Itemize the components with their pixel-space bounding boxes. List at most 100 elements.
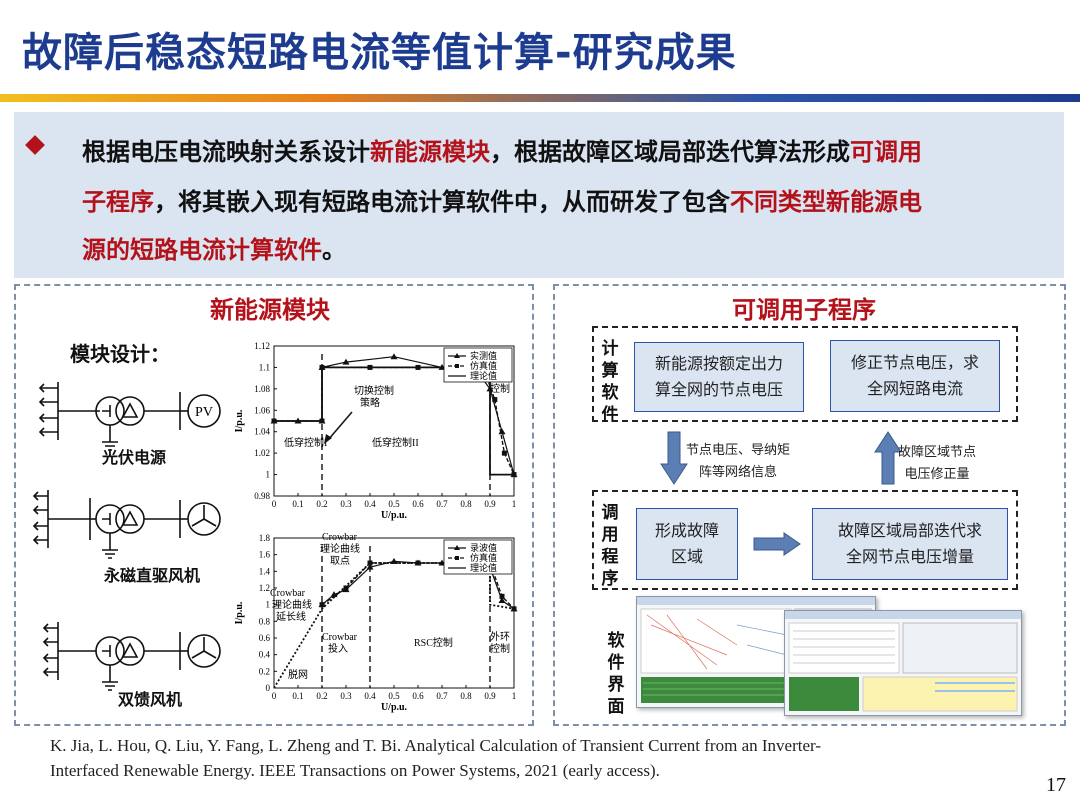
summary-text: ，将其嵌入现有短路电流计算软件中，从而研发了包含 [154, 188, 730, 216]
chart2-annotation: 投入 [328, 642, 348, 655]
software-screenshot-secondary [784, 610, 1022, 716]
y-tick-label: 1.04 [254, 427, 270, 437]
x-tick-label: 0.5 [388, 691, 400, 701]
data-point [498, 428, 506, 435]
data-point [498, 597, 506, 603]
series-line-1 [321, 562, 515, 610]
source-label-dfig: 双馈风机 [118, 690, 183, 709]
right-panel-title: 可调用子程序 [732, 296, 876, 324]
y-tick-label: 1.8 [259, 533, 271, 543]
data-point [499, 593, 505, 599]
data-point [343, 585, 349, 591]
data-point [501, 450, 507, 456]
call-program-label: 调用程序 [601, 503, 619, 589]
legend-marker [455, 364, 459, 368]
module-design-label: 模块设计： [70, 342, 170, 366]
summary-line-2: 子程序，将其嵌入现有短路电流计算软件中，从而研发了包含不同类型新能源电 [82, 182, 922, 217]
x-tick-label: 0 [272, 499, 277, 509]
screenshot-titlebar [785, 611, 1021, 619]
summary-text: ，根据故障区域局部迭代算法形成 [490, 138, 850, 166]
page-number: 17 [1046, 774, 1066, 796]
short-circuit-box: 修正节点电压，求 全网短路电流 [830, 340, 1000, 412]
node-voltage-box: 新能源按额定出力 算全网的节点电压 [634, 342, 804, 412]
pv-source-diagram [38, 382, 221, 451]
x-tick-label: 0.6 [412, 691, 424, 701]
data-point [390, 353, 398, 360]
down-arrow-icon [660, 431, 688, 485]
y-axis-label: I/p.u. [234, 601, 245, 624]
x-tick-label: 1 [512, 499, 517, 509]
citation-line-2: Interfaced Renewable Energy. IEEE Transa… [50, 761, 660, 780]
right-panel [553, 284, 1066, 726]
y-tick-label: 0.4 [259, 650, 271, 660]
chart-pv-current: 切换控制 策略 低穿控制I 低穿控制II 外环 控制 00.10.20.30.4… [234, 341, 518, 521]
data-point [366, 563, 374, 570]
x-tick-label: 0.3 [340, 691, 352, 701]
data-point [367, 560, 373, 566]
x-tick-label: 0.9 [484, 691, 496, 701]
legend-marker [455, 556, 459, 560]
up-arrow-icon [874, 431, 902, 485]
pv-label: PV [195, 405, 213, 420]
fault-area-box: 形成故障 区域 [636, 508, 738, 580]
source-diagrams: PV [32, 382, 221, 691]
data-point [330, 591, 338, 598]
y-tick-label: 1.4 [259, 566, 271, 576]
data-point [492, 397, 498, 403]
x-tick-label: 0.7 [436, 499, 448, 509]
data-point [415, 560, 421, 566]
chart-dfig-current: Crowbar 理论曲线 取点 Crowbar 理论曲线 延长线 Crowbar… [234, 532, 518, 713]
y-tick-label: 1.1 [259, 362, 270, 372]
summary-text: 。 [322, 236, 346, 264]
data-point [342, 358, 350, 365]
y-axis-label: I/p.u. [234, 409, 245, 432]
screenshot-titlebar [637, 597, 875, 605]
chart1-annotation: 低穿控制I [284, 436, 327, 449]
calc-software-frame [592, 326, 1018, 422]
y-tick-label: 1 [266, 470, 271, 480]
screenshot-content [788, 622, 1018, 712]
x-tick-label: 0.8 [460, 691, 472, 701]
legend-label: 仿真值 [470, 552, 497, 563]
x-tick-label: 0.8 [460, 499, 472, 509]
slide-title: 故障后稳态短路电流等值计算-研究成果 [22, 30, 737, 76]
chart2-annotation: Crowbar [270, 588, 306, 599]
x-tick-label: 0.4 [364, 691, 376, 701]
calc-software-label: 计算软件 [601, 339, 619, 425]
chart1-annotation: 低穿控制II [372, 436, 419, 449]
chart1-annotation: 控制 [490, 382, 510, 395]
legend-label: 仿真值 [470, 360, 497, 371]
left-panel [14, 284, 534, 726]
y-tick-label: 1.12 [254, 341, 270, 351]
summary-highlight: 子程序 [82, 188, 154, 216]
y-tick-label: 0.98 [254, 491, 270, 501]
y-tick-label: 0 [266, 683, 271, 693]
chart2-annotation: 理论曲线 [272, 598, 312, 611]
chart2-annotation: 控制 [490, 642, 510, 655]
chart2-annotation: 取点 [330, 555, 350, 567]
legend-label: 理论值 [470, 370, 497, 381]
legend-marker [454, 353, 460, 358]
chart2-annotation: Crowbar [322, 632, 358, 643]
x-tick-label: 0.4 [364, 499, 376, 509]
left-panel-title: 新能源模块 [210, 296, 330, 324]
right-arrow-icon [753, 532, 801, 556]
x-tick-label: 0.2 [316, 691, 327, 701]
local-iteration-box: 故障区域局部迭代求 全网节点电压增量 [812, 508, 1008, 580]
series-line-2 [273, 562, 515, 689]
chart1-annotation: 切换控制 [354, 384, 394, 397]
y-tick-label: 0.6 [259, 633, 271, 643]
chart1-annotation: 策略 [360, 396, 380, 409]
data-point [511, 606, 517, 612]
citation: K. Jia, L. Hou, Q. Liu, Y. Fang, L. Zhen… [50, 733, 821, 783]
dfig-source-diagram [42, 622, 221, 691]
legend-label: 理论值 [470, 562, 497, 573]
citation-line-1: K. Jia, L. Hou, Q. Liu, Y. Fang, L. Zhen… [50, 736, 821, 755]
legend-label: 录波值 [470, 542, 497, 553]
y-tick-label: 1.08 [254, 384, 270, 394]
chart2-annotation: 延长线 [276, 610, 306, 623]
source-label-pv: 光伏电源 [102, 448, 167, 467]
title-divider [0, 94, 1080, 102]
summary-text: 根据电压电流映射关系设计 [82, 138, 370, 166]
